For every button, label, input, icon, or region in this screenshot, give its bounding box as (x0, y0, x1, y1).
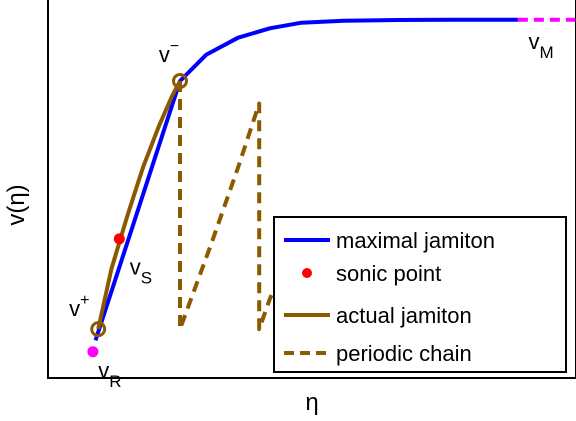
plot-layer: v− v+ vS vR vM (69, 17, 576, 391)
legend-item-sonic-point: sonic point (302, 261, 441, 286)
y-axis-label: v(η) (3, 184, 30, 225)
legend-label-maximal-jamiton: maximal jamiton (336, 228, 495, 253)
legend-label-periodic-chain: periodic chain (336, 341, 472, 366)
annotation-v-plus: v+ (69, 292, 89, 321)
series-periodic-chain (178, 81, 283, 332)
legend-item-periodic-chain: periodic chain (284, 341, 472, 366)
annotation-v-s: vS (130, 255, 152, 288)
x-axis-label: η (305, 389, 318, 416)
legend: maximal jamiton sonic point actual jamit… (273, 216, 567, 373)
annotation-v-r: vR (98, 358, 121, 391)
legend-label-sonic-point: sonic point (336, 261, 441, 286)
series-actual-jamiton (96, 80, 182, 330)
v-plus-circle-marker (90, 321, 107, 338)
sonic-point-marker (113, 233, 125, 245)
series-maximal-jamiton (93, 17, 518, 342)
plot-frame (47, 0, 576, 379)
legend-item-maximal-jamiton: maximal jamiton (284, 228, 495, 253)
legend-item-actual-jamiton: actual jamiton (284, 303, 472, 328)
v-minus-circle-marker (172, 73, 188, 89)
annotation-v-m: vM (529, 29, 554, 62)
legend-label-actual-jamiton: actual jamiton (336, 303, 472, 328)
annotation-v-minus: v− (159, 38, 179, 67)
legend-swatch-sonic-point (302, 268, 312, 278)
v-r-point-marker (87, 346, 99, 358)
legend-box (273, 216, 567, 373)
